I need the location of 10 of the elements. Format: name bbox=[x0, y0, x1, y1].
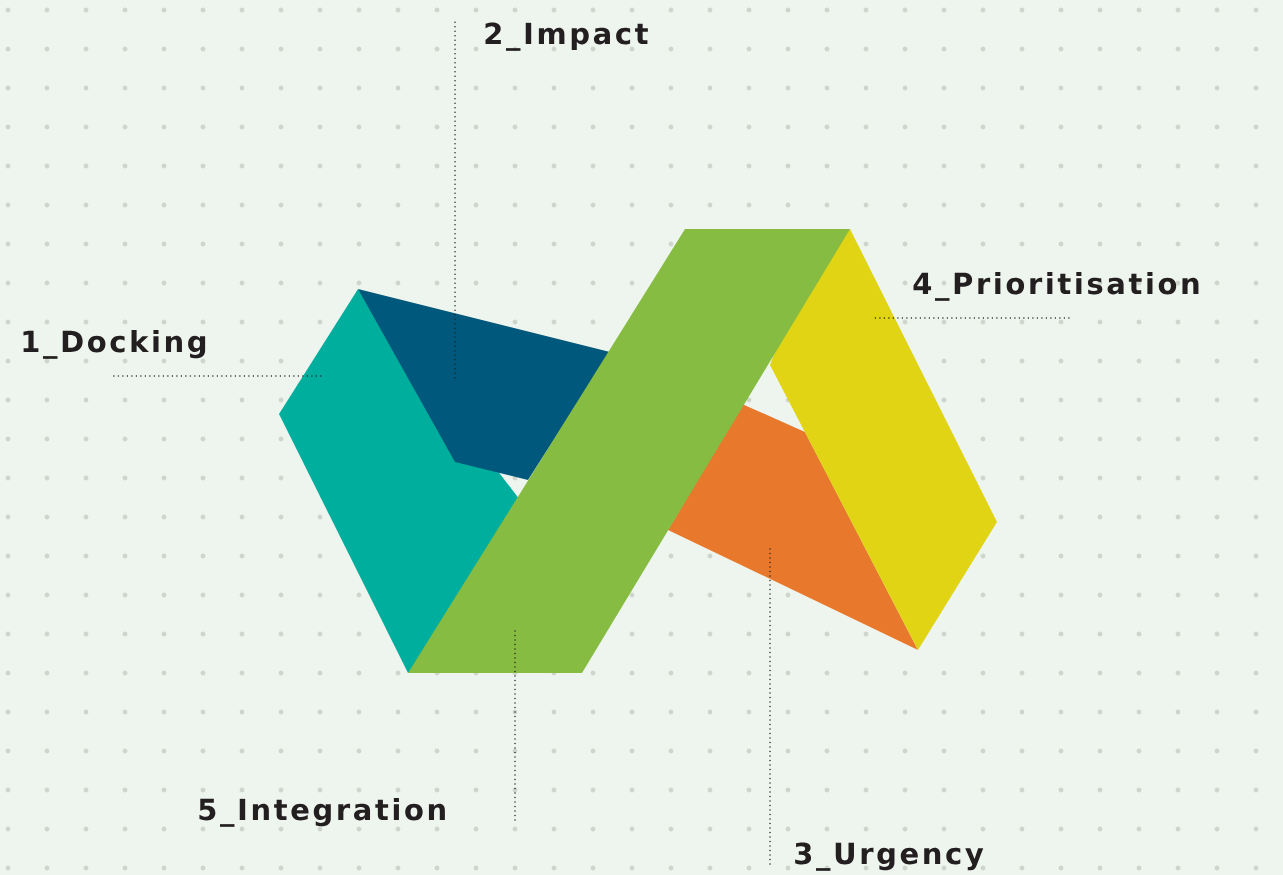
band bbox=[668, 404, 918, 650]
label: 3_Urgency bbox=[795, 842, 984, 871]
band bbox=[408, 229, 850, 673]
label: 2_Impact bbox=[485, 22, 648, 51]
leader-line bbox=[514, 627, 516, 821]
band bbox=[358, 289, 610, 480]
label: 5_Integration bbox=[199, 797, 445, 827]
label: 4_Prioritisation bbox=[913, 271, 1199, 301]
leader-line bbox=[454, 21, 456, 379]
label: 1_Docking bbox=[23, 329, 206, 359]
